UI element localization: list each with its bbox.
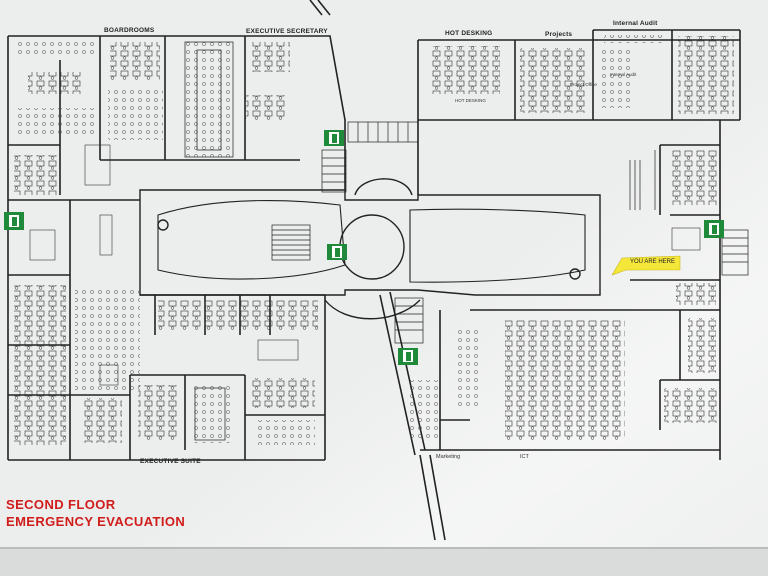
executive-secretary-label: EXECUTIVE SECRETARY xyxy=(246,28,328,35)
you-are-here-label: YOU ARE HERE xyxy=(630,259,676,265)
desk-icon xyxy=(14,35,734,445)
executive-suite-label: EXECUTIVE SUITE xyxy=(140,458,201,465)
projects-label: Projects xyxy=(545,31,573,38)
ict-label: ICT xyxy=(520,454,529,460)
chair-icon xyxy=(29,144,701,386)
evacuation-title: EMERGENCY EVACUATION xyxy=(6,514,186,529)
boardrooms-label: BOARDROOMS xyxy=(104,27,155,34)
project-office-label: Project Office xyxy=(570,82,597,87)
floor-title: SECOND FLOOR xyxy=(6,497,116,512)
you-are-here-marker xyxy=(612,255,681,276)
internal-audit-room-label: Internal Audit xyxy=(610,72,637,77)
staircase-icon xyxy=(271,121,749,344)
internal-audit-top-label: Internal Audit xyxy=(613,20,658,27)
hot-desking-room-label: HOT DESKING xyxy=(455,98,486,103)
marketing-label: Marketing xyxy=(436,454,461,460)
emergency-exit-icon xyxy=(4,130,724,365)
hot-desking-top-label: HOT DESKING xyxy=(445,30,493,37)
